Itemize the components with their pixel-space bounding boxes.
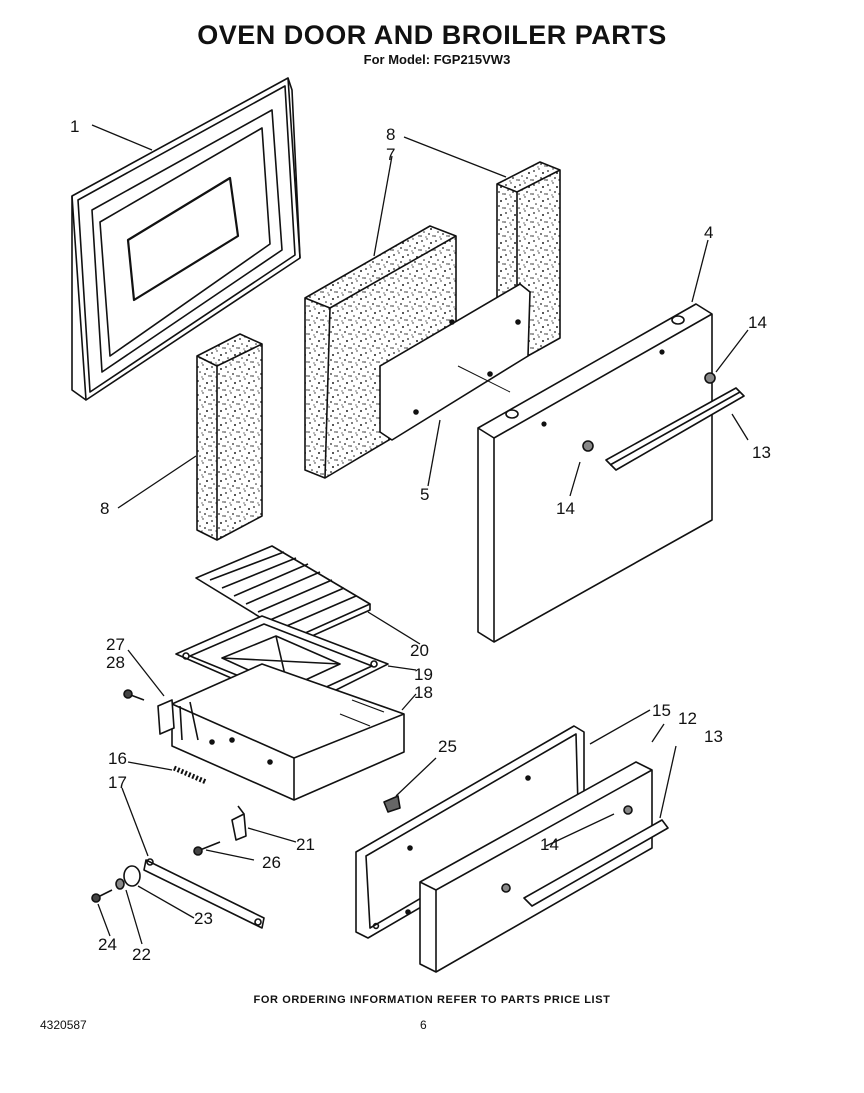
callout-19: 19 <box>414 665 433 684</box>
model-subtitle: For Model: FGP215VW3 <box>363 52 511 67</box>
roller-screw <box>91 889 113 903</box>
drawer-spring <box>172 765 208 785</box>
callout-22: 22 <box>132 945 151 964</box>
callout-13-bottom: 13 <box>704 727 723 746</box>
callout-14-lower: 14 <box>556 499 575 518</box>
rail-roller <box>115 865 141 890</box>
callout-14-top: 14 <box>748 313 767 332</box>
drawer-latch <box>231 805 247 841</box>
ordering-note: FOR ORDERING INFORMATION REFER TO PARTS … <box>253 994 611 1006</box>
callout-21: 21 <box>296 835 315 854</box>
callout-23: 23 <box>194 909 213 928</box>
door-handle-top <box>605 387 745 471</box>
callout-8-right: 8 <box>386 125 395 144</box>
callout-20: 20 <box>410 641 429 660</box>
door-liner-plate <box>379 283 531 441</box>
broiler-front-panel <box>419 761 653 973</box>
insulation-strip-left <box>196 333 263 541</box>
callout-5: 5 <box>420 485 429 504</box>
page-number: 6 <box>420 1018 427 1032</box>
callout-28: 28 <box>106 653 125 672</box>
callout-24: 24 <box>98 935 117 954</box>
callout-18: 18 <box>414 683 433 702</box>
callout-27: 27 <box>106 635 125 654</box>
callout-15: 15 <box>652 701 671 720</box>
callout-26: 26 <box>262 853 281 872</box>
drawer-bracket <box>157 699 175 735</box>
panel-handle <box>523 819 669 907</box>
handle-mount-lower <box>582 440 594 452</box>
panel-mount-lower <box>501 883 511 893</box>
document-number: 4320587 <box>40 1018 87 1032</box>
outer-oven-door <box>477 303 713 643</box>
callout-8-left: 8 <box>100 499 109 518</box>
handle-mount-upper <box>704 372 716 384</box>
callout-14-bottom: 14 <box>540 835 559 854</box>
callout-1: 1 <box>70 117 79 136</box>
callout-17: 17 <box>108 773 127 792</box>
latch-screw <box>193 841 221 856</box>
bracket-screw <box>123 689 145 701</box>
inner-door-panel <box>71 77 301 401</box>
callout-7: 7 <box>386 145 395 164</box>
drawer-clip <box>383 795 401 813</box>
callout-25: 25 <box>438 737 457 756</box>
panel-mount-upper <box>623 805 633 815</box>
callout-labels: 1 8 7 4 14 13 14 5 8 20 27 28 19 18 15 1… <box>70 117 771 964</box>
callout-12: 12 <box>678 709 697 728</box>
callout-4: 4 <box>704 223 713 242</box>
callout-13-top: 13 <box>752 443 771 462</box>
page-title: OVEN DOOR AND BROILER PARTS <box>197 20 667 50</box>
slide-rail <box>143 858 265 929</box>
callout-16: 16 <box>108 749 127 768</box>
broiler-drawer <box>171 663 405 801</box>
leader-lines <box>91 124 749 945</box>
